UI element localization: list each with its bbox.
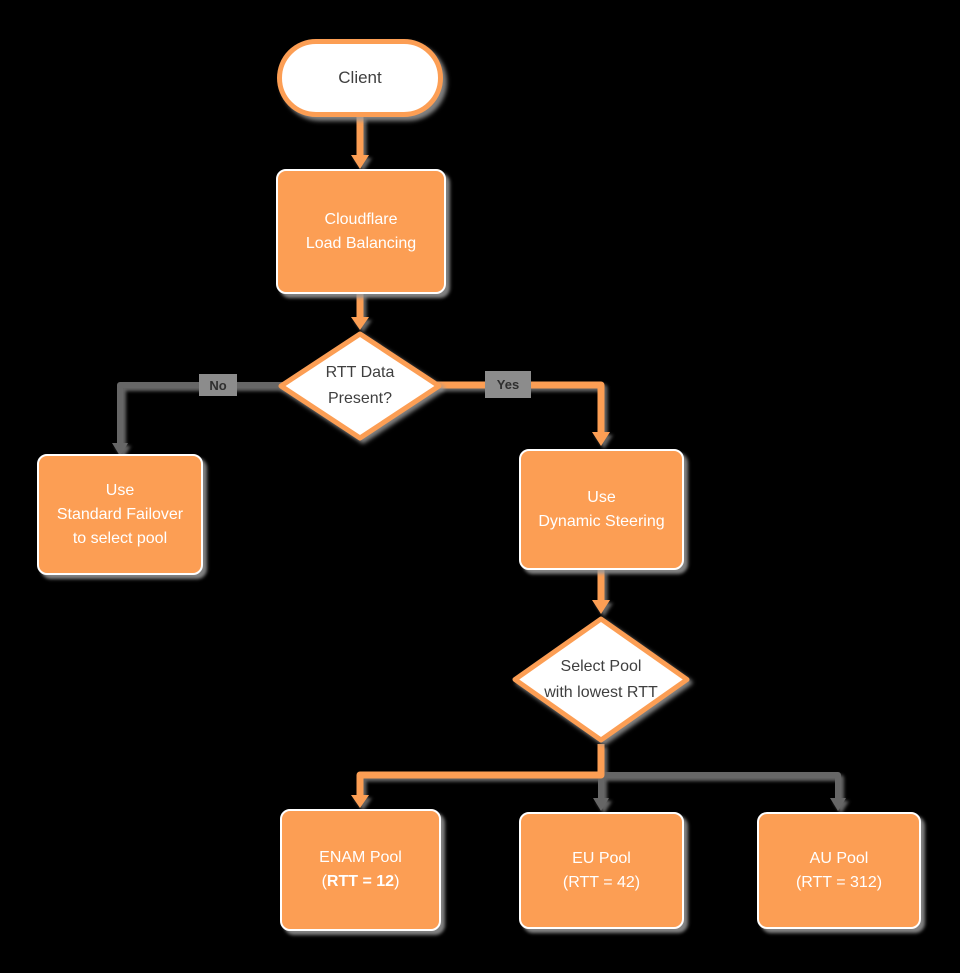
node-eu-pool-line1: EU Pool [572, 849, 631, 867]
node-standard-failover-label: Use Standard Failover to select pool [57, 479, 183, 551]
arrowhead-enam-pool [351, 795, 369, 808]
edge-label-yes: Yes [485, 371, 531, 398]
node-client: Client [277, 39, 443, 117]
enam-paren-open: ( [321, 873, 327, 890]
node-standard-failover-line3: to select pool [72, 529, 168, 547]
enam-paren-close: ) [394, 873, 400, 890]
node-select-pool-line1: Select Pool [560, 657, 642, 675]
diamond-shape-rtt [278, 331, 442, 441]
edge-select-to-enam-pool [356, 744, 605, 796]
node-standard-failover-line2: Standard Failover [56, 505, 184, 523]
node-enam-pool-line2: (RTT = 12) [319, 870, 402, 894]
node-select-pool-line2: with lowest RTT [544, 683, 658, 701]
node-rtt-data-present: RTT Data Present? [278, 331, 442, 441]
node-eu-pool-label: EU Pool (RTT = 42) [563, 847, 640, 895]
node-rtt-label: RTT Data Present? [326, 360, 395, 412]
edge-label-no: No [199, 374, 237, 396]
node-standard-failover-line1: Use [105, 481, 135, 499]
node-dynamic-steering-line2: Dynamic Steering [538, 512, 665, 530]
node-dynamic-steering-label: Use Dynamic Steering [538, 486, 664, 534]
node-eu-pool-line2: (RTT = 42) [562, 873, 641, 891]
node-rtt-line1: RTT Data [325, 364, 395, 381]
node-au-pool: AU Pool (RTT = 312) [757, 812, 921, 929]
node-au-pool-line2: (RTT = 312) [795, 873, 883, 891]
node-enam-pool: ENAM Pool (RTT = 12) [280, 809, 441, 931]
arrowhead-cloudflare [351, 155, 369, 169]
node-enam-pool-label: ENAM Pool (RTT = 12) [319, 846, 402, 894]
node-eu-pool: EU Pool (RTT = 42) [519, 812, 684, 929]
node-client-label: Client [338, 68, 382, 87]
arrowhead-eu-pool [593, 798, 609, 811]
node-cloudflare-line1: Cloudflare [324, 210, 398, 228]
node-select-pool: Select Pool with lowest RTT [512, 616, 690, 743]
node-standard-failover: Use Standard Failover to select pool [37, 454, 203, 575]
node-select-pool-label: Select Pool with lowest RTT [544, 654, 658, 706]
node-dynamic-steering: Use Dynamic Steering [519, 449, 684, 570]
node-cloudflare-load-balancing: Cloudflare Load Balancing [276, 169, 446, 294]
enam-rtt-value: RTT = 12 [326, 873, 395, 890]
arrowhead-au-pool [830, 798, 846, 811]
node-rtt-line2: Present? [327, 390, 393, 407]
edge-select-to-au-pool [601, 772, 841, 799]
node-enam-pool-line1: ENAM Pool [319, 849, 402, 866]
node-dynamic-steering-line1: Use [587, 488, 616, 506]
node-au-pool-line1: AU Pool [809, 849, 869, 867]
arrowhead-rtt-decision [351, 317, 369, 330]
edge-label-no-text: No [209, 377, 227, 393]
diamond-shape-select-pool [512, 616, 690, 743]
node-au-pool-label: AU Pool (RTT = 312) [796, 847, 882, 895]
node-cloudflare-line2: Load Balancing [305, 234, 417, 252]
edge-label-yes-text: Yes [496, 377, 520, 392]
arrowhead-select-pool [592, 600, 610, 614]
arrowhead-dynamic-steering [592, 432, 610, 446]
arrowhead-standard-failover [112, 443, 128, 456]
node-cloudflare-label: Cloudflare Load Balancing [306, 208, 416, 256]
